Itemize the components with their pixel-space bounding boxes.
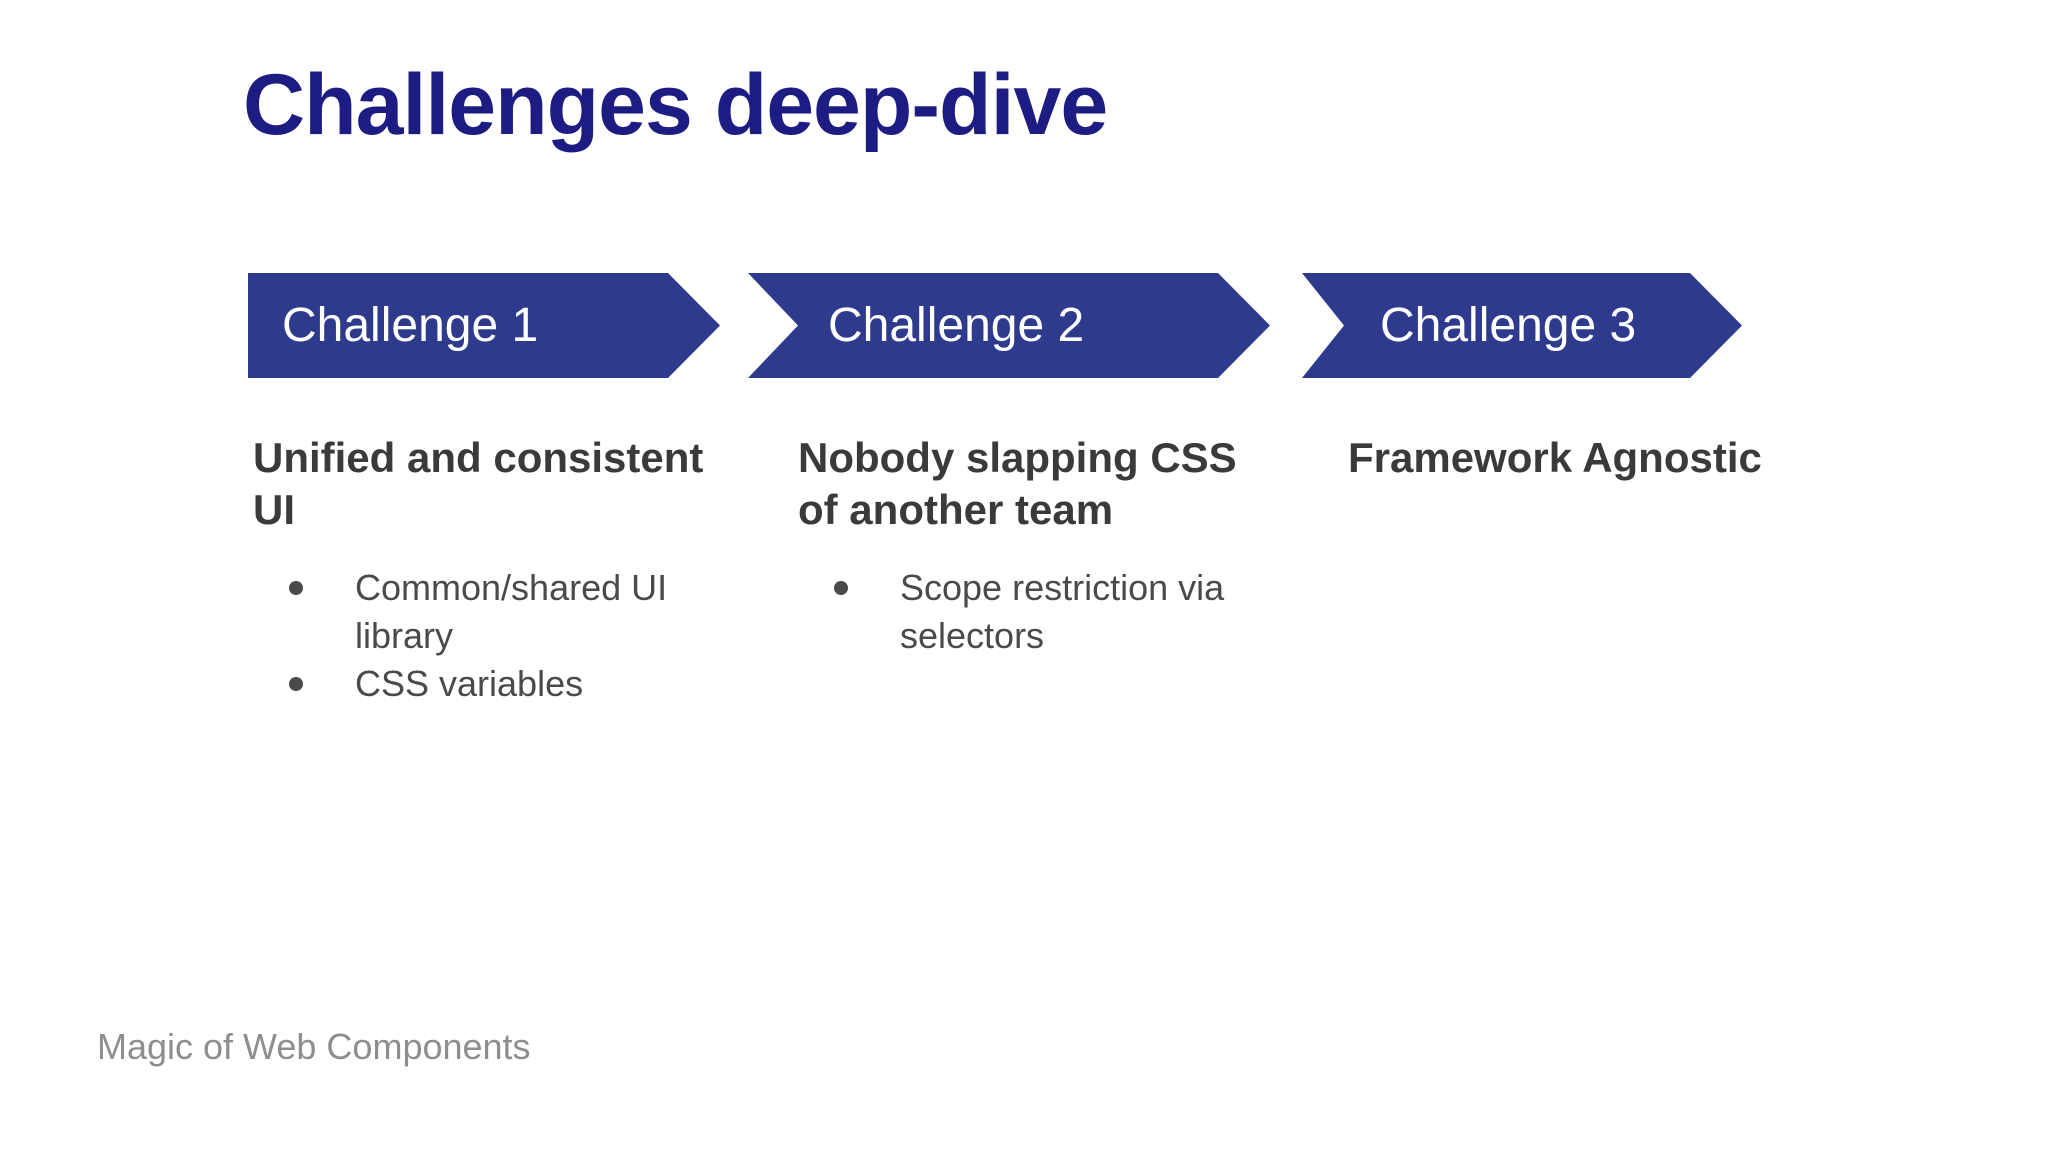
challenge-arrow-2: Challenge 2 (748, 273, 1270, 378)
challenge-2-heading-line-1: Nobody slapping CSS (798, 434, 1237, 481)
bullet-dot-icon (289, 677, 303, 691)
bullet-text: CSS variables (355, 663, 584, 704)
challenge-arrow-1: Challenge 1 (248, 273, 720, 378)
bullet-text: Common/shared UI library (355, 567, 668, 656)
challenge-arrow-3-label: Challenge 3 (1380, 299, 1637, 352)
challenge-2-bullet-list: Scope restriction via selectors (798, 564, 1288, 660)
challenge-column-1: Unified and consistent UI Common/shared … (253, 432, 743, 708)
challenge-arrow-1-label: Challenge 1 (282, 299, 539, 352)
bullet-dot-icon (289, 581, 303, 595)
challenge-1-heading-line-2: UI (253, 486, 295, 533)
challenge-2-heading-line-2: of another team (798, 486, 1114, 533)
bullet-item: Common/shared UI library (253, 564, 743, 660)
bullet-item: CSS variables (253, 660, 743, 708)
challenge-3-heading-line-1: Framework Agnostic (1348, 434, 1762, 481)
challenge-3-heading: Framework Agnostic (1348, 432, 1838, 484)
bullet-dot-icon (834, 581, 848, 595)
challenge-arrow-3: Challenge 3 (1302, 273, 1742, 378)
challenge-1-heading-line-1: Unified and consistent (253, 434, 704, 481)
challenge-1-bullet-list: Common/shared UI library CSS variables (253, 564, 743, 708)
challenge-column-3: Framework Agnostic (1348, 432, 1838, 484)
challenge-column-2: Nobody slapping CSS of another team Scop… (798, 432, 1288, 660)
slide-footer-text: Magic of Web Components (97, 1026, 531, 1067)
bullet-text: Scope restriction via selectors (900, 567, 1225, 656)
challenge-1-heading: Unified and consistent UI (253, 432, 743, 536)
bullet-item: Scope restriction via selectors (798, 564, 1288, 660)
challenge-arrow-2-label: Challenge 2 (828, 299, 1085, 352)
page-title: Challenges deep-dive (243, 57, 1108, 153)
challenge-2-heading: Nobody slapping CSS of another team (798, 432, 1288, 536)
